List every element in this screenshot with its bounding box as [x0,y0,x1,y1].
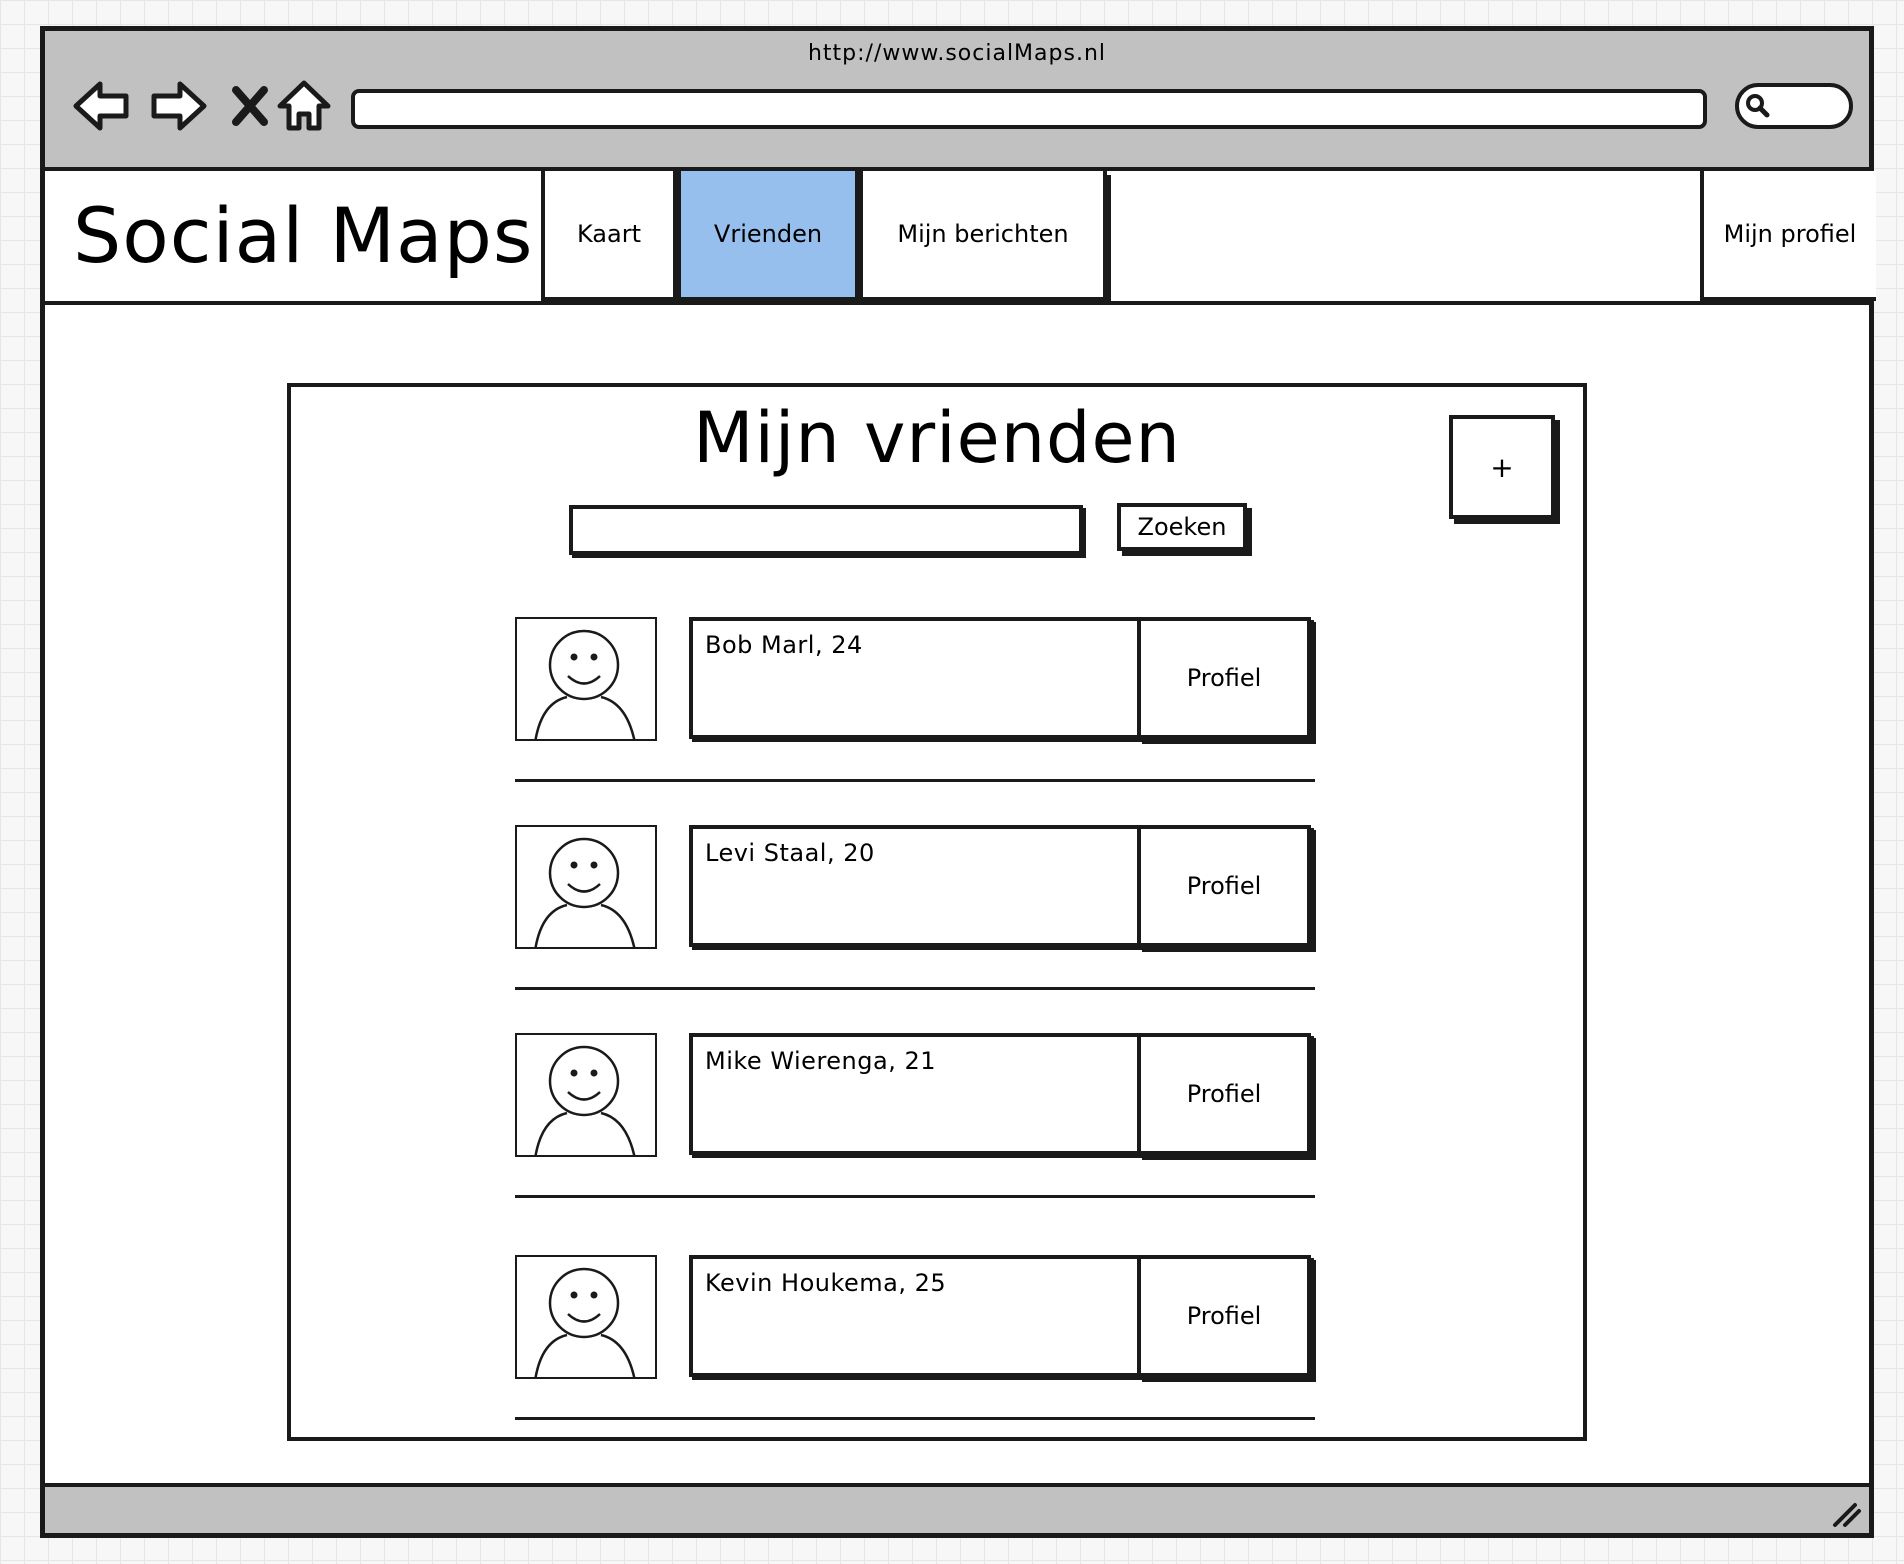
close-x-icon[interactable] [215,71,285,141]
status-bar [45,1483,1869,1533]
list-item: Kevin Houkema, 25 Profiel [515,1255,1315,1465]
friend-name: Mike Wierenga, 21 [705,1047,937,1075]
profile-button[interactable]: Profiel [1137,825,1311,947]
search-icon [1745,93,1771,123]
profile-button[interactable]: Profiel [1137,1033,1311,1155]
list-item: Bob Marl, 24 Profiel [515,617,1315,827]
page-title: Mijn vrienden [693,397,1181,479]
browser-window: http://www.socialMaps.nl [40,26,1876,1538]
friend-info-box: Kevin Houkema, 25 Profiel [689,1255,1311,1377]
friend-name: Levi Staal, 20 [705,839,875,867]
add-friend-button[interactable]: + [1449,415,1555,519]
home-icon[interactable] [269,71,339,141]
url-label: http://www.socialMaps.nl [807,41,1106,66]
tab-mijn-berichten[interactable]: Mijn berichten [859,171,1107,301]
address-bar[interactable] [351,89,1707,129]
search-button-label: Zoeken [1137,513,1227,541]
browser-search-field[interactable] [1735,83,1853,129]
profile-button[interactable]: Profiel [1137,617,1311,739]
profile-button-label: Profiel [1186,1302,1262,1330]
profile-button-label: Profiel [1186,664,1262,692]
search-button[interactable]: Zoeken [1117,503,1247,551]
app-title: Social Maps [73,191,534,280]
tab-vrienden[interactable]: Vrienden [677,171,859,301]
profile-button-label: Profiel [1186,1080,1262,1108]
tab-label: Mijn profiel [1723,220,1857,248]
friend-info-box: Levi Staal, 20 Profiel [689,825,1311,947]
forward-arrow-icon[interactable] [143,71,213,141]
tab-label: Vrienden [713,220,823,248]
tab-kaart[interactable]: Kaart [541,171,677,301]
friend-name: Kevin Houkema, 25 [705,1269,947,1297]
row-divider [515,1417,1315,1420]
friend-search-input[interactable] [569,505,1083,555]
friends-panel: Mijn vrienden + Zoeken Bob Marl, 24 [287,383,1587,1441]
friend-info-box: Bob Marl, 24 Profiel [689,617,1311,739]
plus-icon: + [1490,450,1514,484]
avatar-icon [515,825,657,949]
back-arrow-icon[interactable] [67,71,137,141]
row-divider [515,1195,1315,1198]
resize-grip-icon[interactable] [1829,1495,1863,1529]
list-item: Mike Wierenga, 21 Profiel [515,1033,1315,1243]
tab-label: Mijn berichten [897,220,1069,248]
profile-button-label: Profiel [1186,872,1262,900]
friend-name: Bob Marl, 24 [705,631,863,659]
avatar-icon [515,1033,657,1157]
tab-mijn-profiel[interactable]: Mijn profiel [1700,171,1876,301]
profile-button[interactable]: Profiel [1137,1255,1311,1377]
row-divider [515,987,1315,990]
avatar-icon [515,1255,657,1379]
tab-label: Kaart [576,220,641,248]
browser-toolbar: http://www.socialMaps.nl [45,31,1869,171]
avatar-icon [515,617,657,741]
app-header: Social Maps Kaart Vrienden Mijn berichte… [45,171,1876,305]
list-item: Levi Staal, 20 Profiel [515,825,1315,1035]
row-divider [515,779,1315,782]
friend-info-box: Mike Wierenga, 21 Profiel [689,1033,1311,1155]
